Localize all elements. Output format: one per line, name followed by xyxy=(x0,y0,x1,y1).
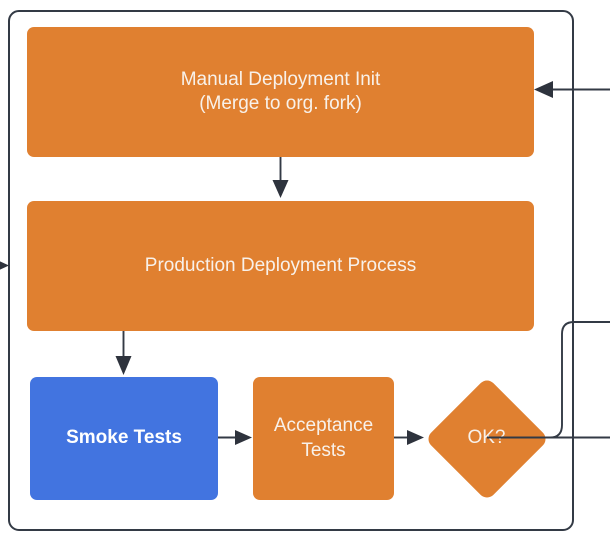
node-ok-decision-label: OK? xyxy=(467,427,506,449)
deployment-subgraph-container xyxy=(8,10,574,531)
node-ok-decision[interactable]: OK? xyxy=(424,376,549,501)
node-smoke-tests[interactable]: Smoke Tests xyxy=(30,377,218,500)
node-acceptance-tests[interactable]: Acceptance Tests xyxy=(253,377,394,500)
node-acceptance-tests-label: Acceptance Tests xyxy=(273,415,374,461)
node-smoke-tests-label: Smoke Tests xyxy=(66,427,182,449)
node-manual-deployment-init[interactable]: Manual Deployment Init (Merge to org. fo… xyxy=(27,27,534,157)
node-manual-deployment-init-label: Manual Deployment Init (Merge to org. fo… xyxy=(180,68,381,114)
node-production-deployment-process-label: Production Deployment Process xyxy=(144,254,417,276)
node-production-deployment-process[interactable]: Production Deployment Process xyxy=(27,201,534,331)
